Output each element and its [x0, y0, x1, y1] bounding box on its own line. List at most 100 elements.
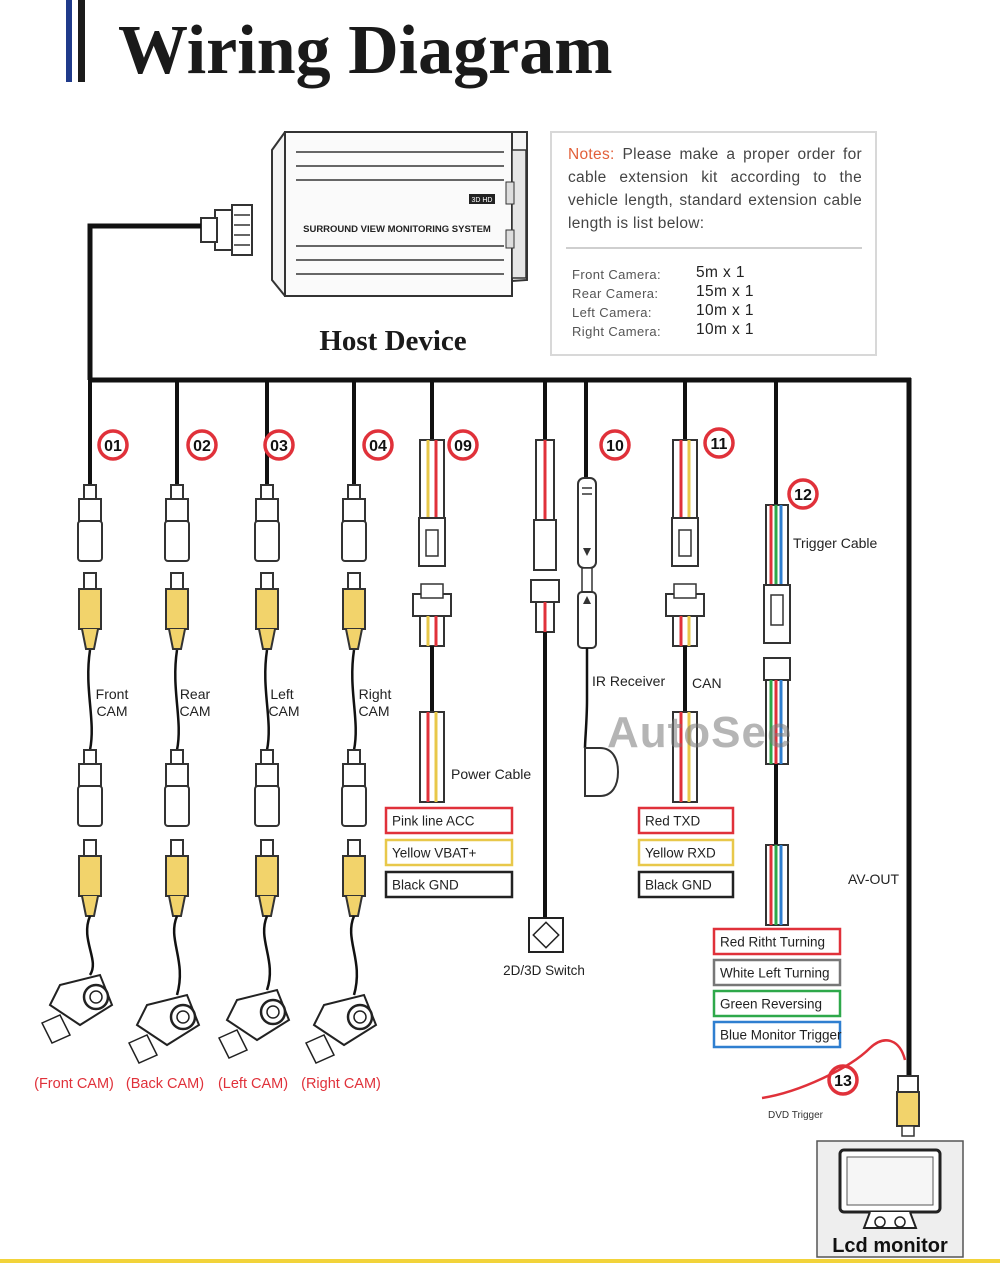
camera-chain-3: [217, 484, 291, 1059]
wire-box-text: Black GND: [645, 878, 712, 893]
badge-text: 02: [193, 438, 211, 455]
notes-heading: Notes:: [568, 146, 615, 163]
notes-box: Notes: Please make a proper order for ca…: [550, 131, 877, 356]
badge-text: 10: [606, 438, 624, 455]
switch-label: 2D/3D Switch: [503, 963, 585, 978]
number-badge-10: 10: [599, 429, 631, 461]
dvd-trigger-label: DVD Trigger: [768, 1110, 824, 1121]
cam-label-3-line1: Left: [270, 686, 293, 702]
camera-chain-4: [304, 484, 378, 1064]
number-badge-11: 11: [703, 427, 735, 459]
number-badge-02: 02: [186, 429, 218, 461]
title-bar-black: [78, 0, 85, 82]
lcd-monitor: [816, 1140, 964, 1258]
wire-box-text: Yellow RXD: [645, 846, 716, 861]
badge-text: 11: [711, 436, 728, 453]
watermark: AutoSee: [607, 708, 793, 757]
ir-receiver: [577, 477, 620, 797]
wire-box: White Left Turning: [712, 958, 842, 987]
trigger-cable: [763, 504, 791, 926]
wire-box-text: White Left Turning: [720, 966, 830, 981]
wire-box: Yellow VBAT+: [384, 838, 514, 867]
cam-caption-3: (Left CAM): [218, 1076, 288, 1092]
lcd-monitor-label: Lcd monitor: [832, 1235, 948, 1257]
main-harness: [87, 223, 912, 1080]
cam-label-4-line1: Right: [359, 686, 392, 702]
host-box-text: SURROUND VIEW MONITORING SYSTEM: [303, 224, 491, 235]
badge-text: 09: [454, 438, 472, 455]
number-badge-03: 03: [263, 429, 295, 461]
wire-box-text: Green Reversing: [720, 997, 822, 1012]
cable-row-front: Front Camera:5m x 1: [572, 264, 745, 282]
wire-box: Green Reversing: [712, 989, 842, 1018]
camera-chain-1: [40, 484, 114, 1044]
cable-value: 15m x 1: [696, 283, 754, 300]
wire-box-text: Red Ritht Turning: [720, 935, 825, 950]
cable-value: 5m x 1: [696, 264, 745, 281]
trigger-cable-label: Trigger Cable: [793, 535, 878, 551]
host-device-label: Host Device: [319, 325, 466, 357]
cam-caption-1: (Front CAM): [34, 1076, 114, 1092]
ir-receiver-label: IR Receiver: [592, 673, 665, 689]
can-cable: [665, 439, 705, 803]
wire-box: Pink line ACC: [384, 806, 514, 835]
number-badges: 01 02 03 04 09 10 11 12 13: [97, 427, 859, 1096]
switch-cable: [528, 439, 564, 953]
wire-box-text: Blue Monitor Trigger: [720, 1028, 842, 1043]
badge-text: 13: [834, 1073, 852, 1090]
bottom-accent: [0, 1259, 1000, 1263]
cam-caption-2: (Back CAM): [126, 1076, 204, 1092]
av-out-label: AV-OUT: [848, 871, 900, 887]
cable-row-rear: Rear Camera: 15m x 1: [572, 283, 754, 301]
wire-box: Black GND: [637, 870, 735, 899]
wire-box-text: Pink line ACC: [392, 814, 475, 829]
cable-value: 10m x 1: [696, 302, 754, 319]
badge-text: 12: [794, 487, 812, 504]
page-title: Wiring Diagram: [118, 12, 613, 89]
cable-row-right: Right Camera: 10m x 1: [572, 321, 754, 339]
cam-label-4-line2: CAM: [358, 703, 389, 719]
camera-chain-2: [127, 484, 201, 1064]
cam-label-3-line2: CAM: [268, 703, 299, 719]
cable-row-left: Left Camera: 10m x 1: [572, 302, 754, 320]
cable-name: Rear Camera:: [572, 286, 659, 301]
camera-labels: Front CAM Rear CAM Left CAM Right CAM: [96, 686, 392, 719]
wire-box: Yellow RXD: [637, 838, 735, 867]
wire-label-boxes: Pink line ACC Yellow VBAT+ Black GND Red TX…: [384, 806, 842, 1049]
camera-drop-wires: [88, 380, 778, 505]
camera-captions: (Front CAM) (Back CAM) (Left CAM) (Right…: [34, 1076, 381, 1092]
number-badge-13: 13: [827, 1064, 859, 1096]
power-cable-label: Power Cable: [451, 766, 531, 782]
cam-label-1-line2: CAM: [96, 703, 127, 719]
cam-label-2-line2: CAM: [179, 703, 210, 719]
dvd-trigger: [761, 1039, 907, 1100]
cable-name: Left Camera:: [572, 305, 652, 320]
cam-label-1-line1: Front: [96, 686, 129, 702]
wire-box: Black GND: [384, 870, 514, 899]
cam-caption-4: (Right CAM): [301, 1076, 381, 1092]
number-badge-01: 01: [97, 429, 129, 461]
notes-divider: [566, 247, 862, 249]
cable-name: Right Camera:: [572, 324, 662, 339]
can-label: CAN: [692, 675, 722, 691]
av-out-plug: [896, 1075, 920, 1137]
title-bar-blue: [66, 0, 72, 82]
wire-box-text: Red TXD: [645, 814, 701, 829]
wire-box-text: Black GND: [392, 878, 459, 893]
badge-text: 01: [104, 438, 122, 455]
notes-text: Notes: Please make a proper order for ca…: [568, 143, 862, 235]
power-cable: [412, 439, 452, 803]
camera-chains: [40, 484, 378, 1064]
wire-box: Red Ritht Turning: [712, 927, 842, 956]
notes-body: Please make a proper order for cable ext…: [568, 146, 863, 232]
number-badge-12: 12: [787, 478, 819, 510]
cable-value: 10m x 1: [696, 321, 754, 338]
host-device: 3D HD SURROUND VIEW MONITORING SYSTEM: [271, 131, 528, 298]
badge-text: 04: [369, 438, 387, 455]
number-badge-09: 09: [447, 429, 479, 461]
number-badge-04: 04: [362, 429, 394, 461]
wire-box: Red TXD: [637, 806, 735, 835]
cam-label-2-line1: Rear: [180, 686, 211, 702]
hd-badge: 3D HD: [471, 197, 492, 204]
